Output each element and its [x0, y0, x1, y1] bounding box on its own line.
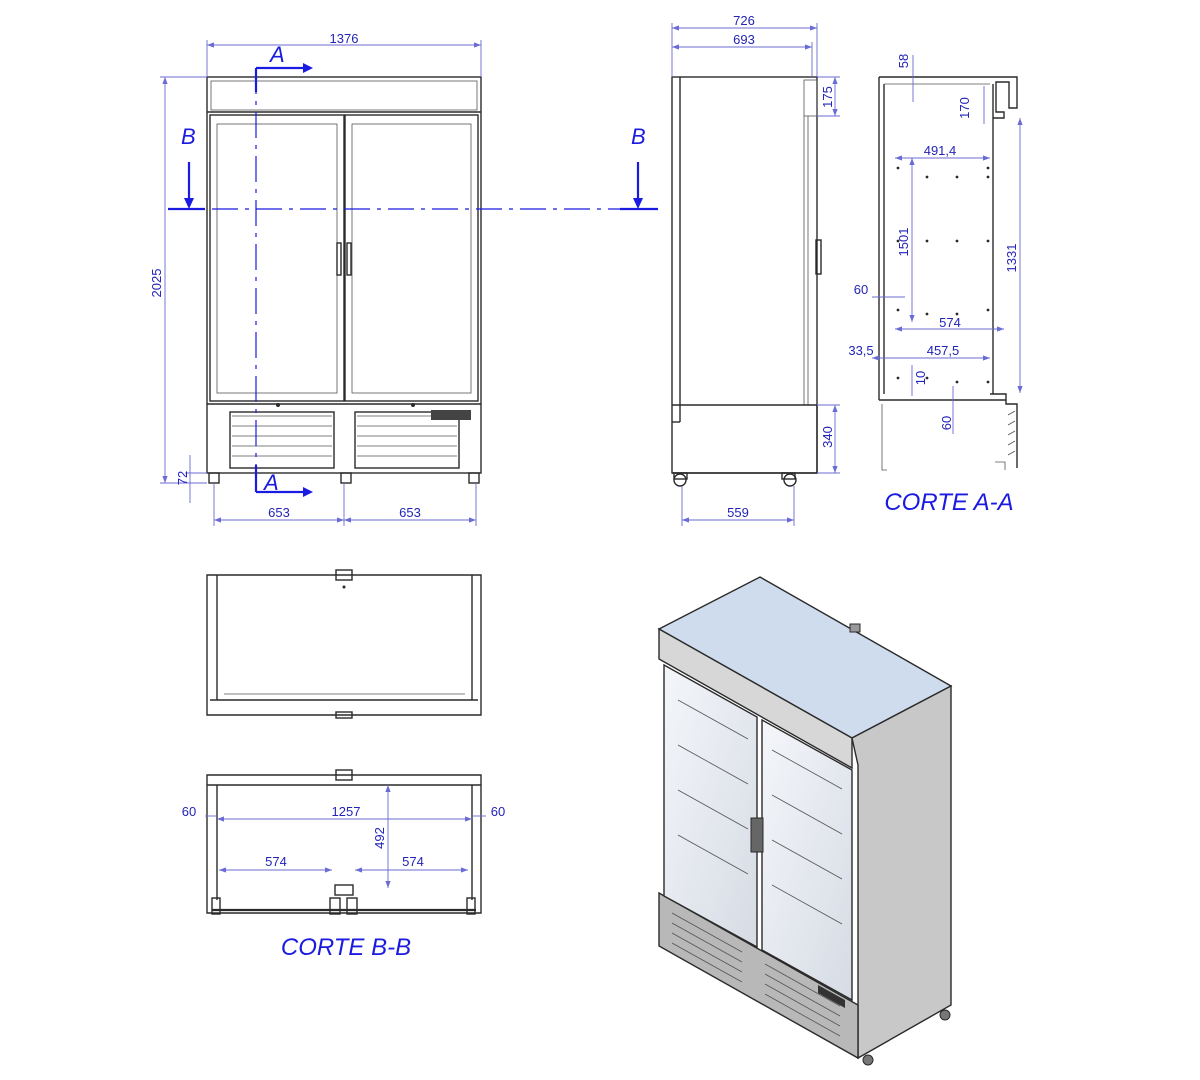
iso-front-base	[658, 891, 859, 1060]
bb-dim-574-left: 574	[265, 854, 287, 869]
bb-dim-574-right: 574	[402, 854, 424, 869]
aa-dim-1331: 1331	[1004, 244, 1019, 273]
aa-dim-10: 10	[913, 371, 928, 385]
iso-front-header	[658, 627, 853, 770]
section-bb-right-marker: B	[631, 124, 646, 149]
iso-left-door	[663, 663, 758, 949]
iso-base-vents	[671, 912, 841, 1037]
bb-dim-60-left: 60	[182, 804, 196, 819]
base-height-label: 340	[820, 426, 835, 448]
dim-overall-height: 2025	[149, 76, 207, 484]
bb-dim-492: 492	[372, 827, 387, 849]
bb-dim-1257: 1257	[332, 804, 361, 819]
dim-door-widths: 653 653	[213, 483, 477, 526]
door-handles	[336, 242, 352, 276]
aa-dim-60-left: 60	[854, 282, 868, 297]
section-bb-title: CORTE B-B	[281, 934, 411, 961]
isometric-view	[657, 576, 953, 1066]
dim-foot-height: 72	[175, 455, 207, 503]
dim-foot-span: 559	[681, 486, 795, 526]
aa-dim-457-5: 457,5	[927, 343, 960, 358]
section-bb-outline	[206, 769, 482, 915]
dim-top-height: 175	[817, 76, 840, 117]
dim-overall-width: 1376	[206, 31, 482, 77]
aa-dim-60-bottom: 60	[939, 416, 954, 430]
iso-right-door	[761, 718, 853, 1002]
foot-span-label: 559	[727, 505, 749, 520]
dim-overall-depth: 726	[671, 13, 818, 77]
aa-dim-491-4: 491,4	[924, 143, 957, 158]
section-line-bb: B B	[168, 124, 658, 211]
overall-height-label: 2025	[149, 269, 164, 298]
front-vent-grille	[229, 403, 471, 469]
section-bb: 60 1257 60 492 574 574 CORTE B-B	[182, 769, 505, 961]
right-door-width-label: 653	[399, 505, 421, 520]
iso-right-side	[851, 684, 952, 1060]
iso-caster-right	[939, 1009, 951, 1021]
top-view	[206, 569, 482, 719]
section-aa: 58 170 491,4 1501 1331 60 574 33,5 457,5…	[848, 54, 1023, 516]
iso-control-panel	[818, 985, 845, 1008]
overall-width-label: 1376	[330, 31, 359, 46]
bb-dim-60-right: 60	[491, 804, 505, 819]
section-bb-dimensions: 60 1257 60 492 574 574	[182, 785, 505, 888]
iso-top-hinge	[849, 623, 861, 633]
top-height-label: 175	[820, 86, 835, 108]
section-aa-top-marker: A	[268, 42, 285, 67]
control-panel	[431, 410, 471, 420]
body-depth-label: 693	[733, 32, 755, 47]
aa-dim-170: 170	[957, 97, 972, 119]
section-aa-bottom-marker: A	[262, 470, 279, 495]
section-line-aa: A A	[254, 42, 313, 497]
section-aa-outline	[878, 76, 1018, 471]
section-aa-dimensions: 58 170 491,4 1501 1331 60 574 33,5 457,5…	[848, 54, 1023, 434]
section-aa-title: CORTE A-A	[884, 489, 1013, 516]
side-casters	[673, 472, 797, 487]
side-cabinet-outline	[671, 76, 822, 474]
side-view: 726 693 175 340 559	[671, 13, 840, 526]
aa-dim-574: 574	[939, 315, 961, 330]
aa-dim-58: 58	[896, 54, 911, 68]
front-view: 1376 2025 72 653 653	[149, 31, 658, 526]
front-feet	[208, 472, 480, 484]
iso-caster-left	[862, 1054, 874, 1066]
aa-dim-1501: 1501	[896, 228, 911, 257]
overall-depth-label: 726	[733, 13, 755, 28]
foot-height-label: 72	[175, 471, 190, 485]
aa-dim-33-5: 33,5	[848, 343, 873, 358]
iso-door-handles	[750, 817, 764, 853]
shelf-clips	[896, 166, 990, 384]
dim-body-depth: 693	[672, 32, 813, 77]
section-bb-left-marker: B	[181, 124, 196, 149]
left-door-width-label: 653	[268, 505, 290, 520]
dim-base-height: 340	[817, 404, 840, 474]
iso-shelves	[677, 699, 843, 925]
